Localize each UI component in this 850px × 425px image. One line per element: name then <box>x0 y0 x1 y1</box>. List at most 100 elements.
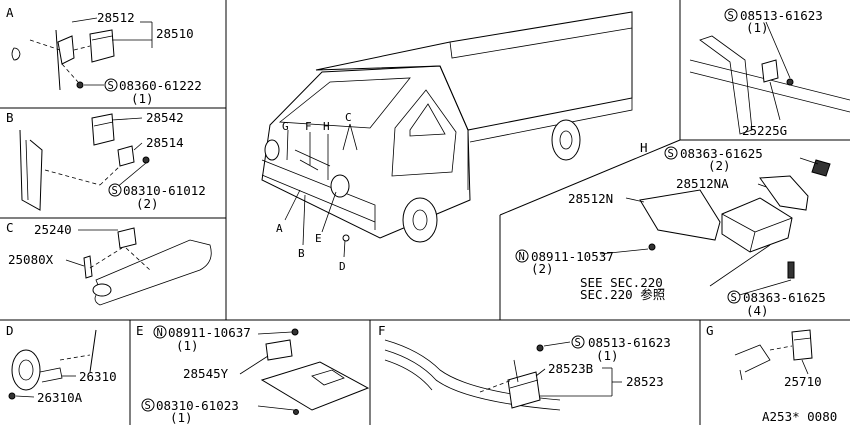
part-label: 28512N <box>568 191 613 206</box>
screw-s-icon <box>724 8 738 22</box>
callout-f: F <box>305 120 312 133</box>
section-e-letter: E <box>136 323 144 338</box>
part-label: 28512 <box>97 10 135 25</box>
section-f: F S 08513-61623 (1) 28523B 28523 <box>378 323 671 411</box>
door-panel <box>699 35 753 135</box>
part-label: 08911-10637 <box>168 325 251 340</box>
relay-25710 <box>791 329 813 361</box>
part-label: 28510 <box>156 26 194 41</box>
section-h-letter: H <box>640 140 648 155</box>
headlamp-left <box>264 139 280 161</box>
qty-label: (2) <box>531 261 554 276</box>
mounting-plate <box>260 361 370 411</box>
part-label: 08513-61623 <box>740 8 823 23</box>
screw-s-icon <box>141 398 155 412</box>
bolt-icon <box>811 159 831 177</box>
reservoir-tank <box>94 239 212 306</box>
grommet-shape <box>11 47 21 61</box>
see-reference: SEE SEC.220 <box>580 275 663 290</box>
part-label: 28545Y <box>183 366 229 381</box>
screw-s-letter: S <box>108 80 114 92</box>
screw-s-letter: S <box>575 337 581 349</box>
section-h: H S 08363-61625 (2) 28512NA 28512N N 089… <box>515 140 831 318</box>
part-label: 28542 <box>146 110 184 125</box>
part-label: 28523B <box>548 361 593 376</box>
qty-label: (4) <box>746 303 769 318</box>
qty-label: (1) <box>746 20 769 35</box>
rear-wheel <box>551 119 581 161</box>
drawing-code: A253* 0080 <box>762 409 837 424</box>
screw-s-icon <box>571 335 585 349</box>
bolt-icon <box>142 156 150 164</box>
see-reference: SEC.220 参照 <box>580 287 665 302</box>
part-label: 08310-61012 <box>123 183 206 198</box>
screw-s-letter: S <box>668 148 674 160</box>
screw-s-icon <box>108 183 122 197</box>
callout-e: E <box>315 232 322 245</box>
relay-28523 <box>507 371 541 409</box>
bolt-icon <box>293 409 299 415</box>
section-d: D 26310 26310A <box>6 323 117 405</box>
door-window <box>409 103 446 137</box>
section-d-letter: D <box>6 323 14 338</box>
section-c: C 25240 25080X <box>6 220 212 306</box>
horn-26310 <box>11 349 41 391</box>
part-label: 08310-61023 <box>156 398 239 413</box>
part-label: 28512NA <box>676 176 729 191</box>
cargo-bed <box>315 11 633 131</box>
section-b: B 28542 28514 S 08310-61012 (2) <box>6 110 206 211</box>
bracket-28514 <box>117 145 135 167</box>
relay-28542 <box>91 113 115 146</box>
relay-28545y <box>265 339 293 361</box>
screw-s-letter: S <box>112 185 118 197</box>
part-label: 25080X <box>8 252 54 267</box>
part-label: 25240 <box>34 222 72 237</box>
section-f-letter: F <box>378 323 386 338</box>
part-label: 25225G <box>742 123 787 138</box>
part-label: 08360-61222 <box>119 78 202 93</box>
part-label: 26310A <box>37 390 83 405</box>
section-g: G 25710 <box>706 323 822 389</box>
qty-label: (1) <box>596 348 619 363</box>
qty-label: (1) <box>176 338 199 353</box>
qty-label: (1) <box>131 91 154 106</box>
bracket-28512n <box>639 189 721 241</box>
callout-b: B <box>298 247 305 260</box>
screw-s-icon <box>664 146 678 160</box>
truck-illustration: G F H C A B E D <box>261 11 633 273</box>
part-label: 08513-61623 <box>588 335 671 350</box>
qty-label: (2) <box>136 196 159 211</box>
bumper-top <box>261 159 376 230</box>
section-c-letter: C <box>6 220 14 235</box>
bolt-icon <box>787 261 795 279</box>
bolt-icon <box>76 81 84 89</box>
nut-n-icon <box>153 325 167 339</box>
screw-s-letter: S <box>731 292 737 304</box>
windshield <box>278 77 411 129</box>
qty-label: (2) <box>708 158 731 173</box>
bolt-icon <box>786 78 794 86</box>
screw-s-icon <box>104 78 118 92</box>
nut-icon <box>648 243 656 251</box>
callout-h: H <box>323 120 330 133</box>
callout-d: D <box>339 260 346 273</box>
section-a: A 28512 28510 S 08360-61222 (1) <box>6 5 202 106</box>
callout-c: C <box>345 111 352 124</box>
part-label: 08363-61625 <box>743 290 826 305</box>
part-label: 26310 <box>79 369 117 384</box>
section-a-letter: A <box>6 5 14 20</box>
switch-25240 <box>117 227 137 249</box>
section-g-letter: G <box>706 323 714 338</box>
pillar-panel <box>19 129 43 211</box>
bolt-icon <box>536 344 544 352</box>
grille <box>294 149 331 171</box>
cab-outline <box>261 65 471 239</box>
bracket-28512na <box>759 175 809 211</box>
section-top-right: S 08513-61623 (1) 25225G <box>689 8 850 138</box>
screw-s-letter: S <box>145 400 151 412</box>
panel-edge <box>55 29 61 91</box>
part-label: 08363-61625 <box>680 146 763 161</box>
front-wheel <box>402 197 438 243</box>
